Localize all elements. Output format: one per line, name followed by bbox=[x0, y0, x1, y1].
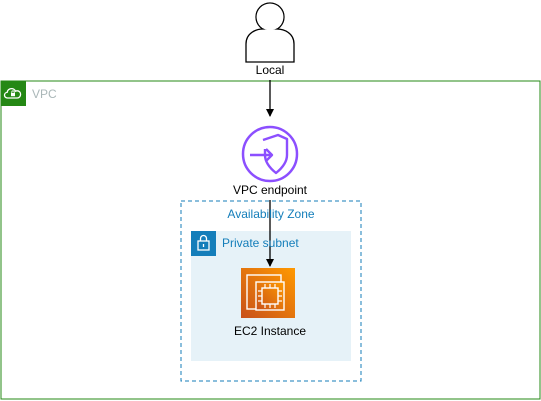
cloud-lock-icon bbox=[1, 81, 26, 106]
availability-zone-border bbox=[180, 200, 362, 382]
vpc-label: VPC bbox=[32, 87, 57, 101]
ec2-instance-icon bbox=[241, 268, 295, 318]
vpc-endpoint-label: VPC endpoint bbox=[232, 183, 308, 197]
availability-zone-label: Availability Zone bbox=[227, 207, 315, 221]
user-label: Local bbox=[236, 63, 304, 77]
vpc-endpoint-icon bbox=[241, 125, 299, 183]
private-subnet-label: Private subnet bbox=[222, 236, 299, 250]
user-icon bbox=[245, 2, 295, 63]
padlock-icon bbox=[191, 231, 216, 256]
ec2-instance-label: EC2 Instance bbox=[233, 324, 307, 338]
